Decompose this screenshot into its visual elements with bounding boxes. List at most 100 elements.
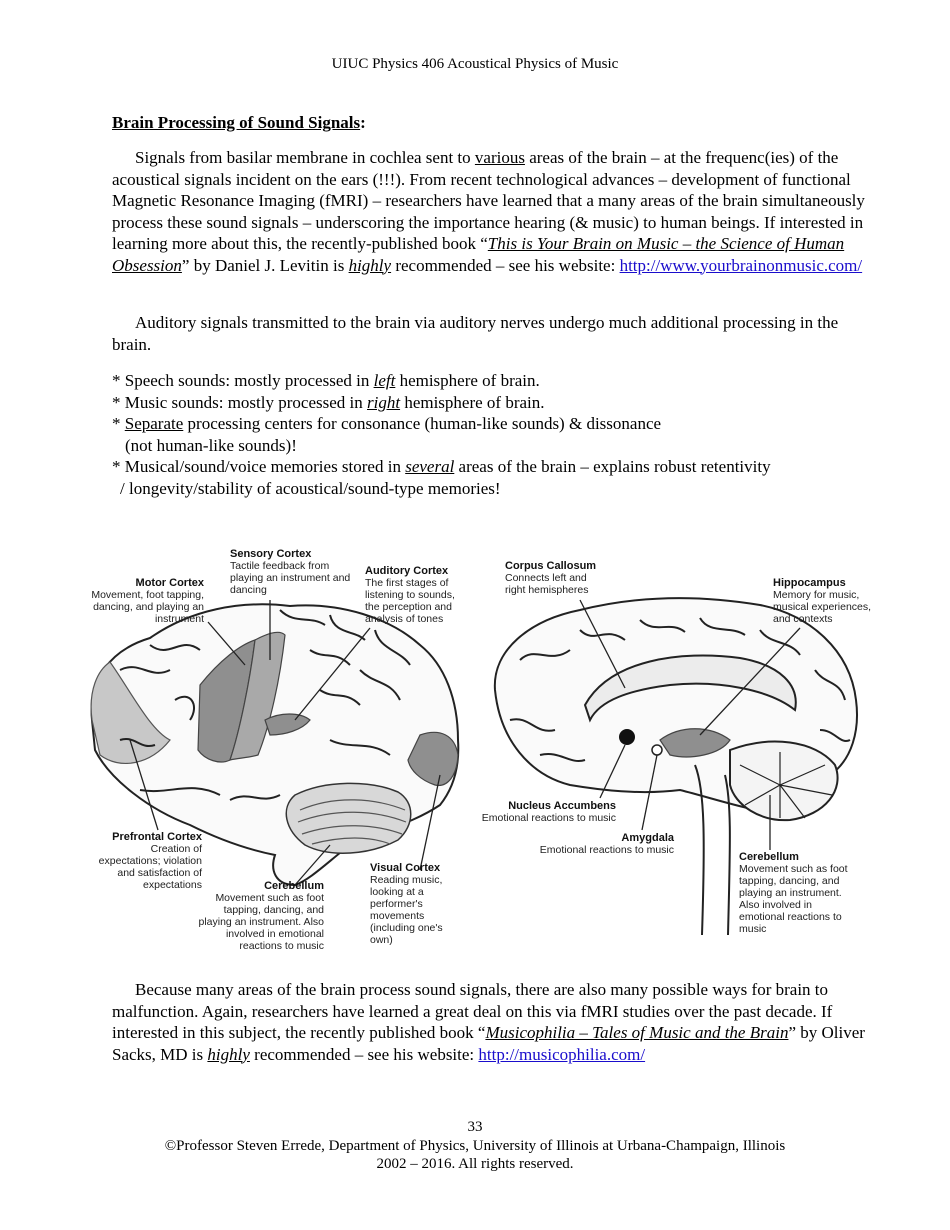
visual-pointer xyxy=(419,774,441,871)
cerebellum-right-name: Cerebellum xyxy=(739,851,799,863)
cerebellum-right-desc: Movement such as foot tapping, dancing, … xyxy=(739,863,848,935)
hippocampus-pointer xyxy=(699,627,801,736)
p3-book-title: Musicophilia – Tales of Music and the Br… xyxy=(485,1023,789,1042)
nucleus-pointer xyxy=(599,744,626,799)
auditory-cortex-name: Auditory Cortex xyxy=(365,565,449,577)
page-header: UIUC Physics 406 Acoustical Physics of M… xyxy=(331,56,619,72)
bullet-speech: * Speech sounds: mostly processed in lef… xyxy=(112,370,872,392)
copyright-line-2: 2002 – 2016. All rights reserved. xyxy=(376,1156,574,1172)
bullet-speech-text: * Speech sounds: mostly processed in xyxy=(112,371,374,390)
bullet-memories-text: * Musical/sound/voice memories stored in xyxy=(112,457,406,476)
nucleus-accumbens-name: Nucleus Accumbens xyxy=(508,800,616,812)
bullet-memories-end: areas of the brain – explains robust ret… xyxy=(454,457,771,476)
brain-figure xyxy=(90,597,858,936)
p3-highly: highly xyxy=(207,1044,250,1064)
hippocampus-region xyxy=(659,728,731,758)
lateral-brain-drawing xyxy=(90,603,460,887)
medial-pointer-lines xyxy=(579,599,801,850)
prefrontal-cortex-desc: Creation of expectations; violation and … xyxy=(98,843,202,891)
p1-various: various xyxy=(474,148,525,167)
bullet-speech-left: left xyxy=(373,371,396,390)
hippocampus-desc: Memory for music, musical experiences, a… xyxy=(773,589,872,625)
page-number: 33 xyxy=(467,1119,483,1135)
bullet-separate-star: * xyxy=(112,414,125,433)
bullet-music-text: * Music sounds: mostly processed in xyxy=(112,392,367,412)
p1-text-2: areas of the brain – at the frequenc(ies… xyxy=(112,148,865,253)
visual-cortex-region xyxy=(407,731,459,786)
corpus-callosum-desc: Connects left and right hemispheres xyxy=(505,572,589,596)
auditory-pointer xyxy=(294,627,371,721)
section-title: Brain Processing of Sound Signals: xyxy=(112,113,366,133)
bullet-memories-cont: / longevity/stability of acoustical/soun… xyxy=(120,478,501,498)
motor-cortex-desc: Movement, foot tapping, dancing, and pla… xyxy=(91,589,204,625)
bullet-list: * Speech sounds: mostly processed in lef… xyxy=(112,370,872,499)
p3-text-1: Because many areas of the brain process … xyxy=(112,980,833,1042)
medial-gyri xyxy=(509,617,851,763)
medial-brain-drawing xyxy=(493,597,858,936)
motor-cortex-name: Motor Cortex xyxy=(135,577,204,589)
paragraph-malfunction: Because many areas of the brain process … xyxy=(112,979,872,1065)
bullet-separate-cont: (not human-like sounds)! xyxy=(125,435,297,455)
prefrontal-region xyxy=(90,661,171,764)
cerebellum-left-region xyxy=(285,782,412,854)
p3-text-3: recommended – see his website: xyxy=(249,1044,479,1064)
cerebellum-left-name: Cerebellum xyxy=(264,880,324,892)
amygdala-marker xyxy=(651,744,663,756)
motor-pointer xyxy=(207,621,246,666)
paragraph-intro: Signals from basilar membrane in cochlea… xyxy=(112,147,872,276)
bullet-memories: * Musical/sound/voice memories stored in… xyxy=(112,456,872,478)
bullet-separate-text: processing centers for consonance (human… xyxy=(183,414,662,433)
p2-text: Auditory signals transmitted to the brai… xyxy=(112,313,839,354)
musicophilia-link[interactable]: http://musicophilia.com/ xyxy=(478,1044,646,1064)
sensory-cortex-desc: Tactile feedback from playing an instrum… xyxy=(230,560,351,596)
nucleus-accumbens-dot xyxy=(619,729,635,745)
p1-text-1: Signals from basilar membrane in cochlea… xyxy=(135,148,475,167)
corpus-pointer xyxy=(579,599,626,689)
bullet-speech-end: hemisphere of brain. xyxy=(399,371,540,390)
sensory-cortex-name: Sensory Cortex xyxy=(230,548,312,560)
prefrontal-pointer xyxy=(129,739,159,831)
cerebellum-left-desc: Movement such as foot tapping, dancing, … xyxy=(198,892,325,952)
sensory-cortex-region xyxy=(229,631,286,761)
lateral-gyri xyxy=(119,609,411,801)
p1-highly: highly xyxy=(348,255,392,275)
p3-text-2: ” by Oliver Sacks, MD is xyxy=(112,1023,865,1064)
corpus-callosum xyxy=(583,654,797,723)
brainstem xyxy=(694,764,731,936)
bullet-music-right: right xyxy=(367,392,401,412)
yourbrainonmusic-link[interactable]: http://www.yourbrainonmusic.com/ xyxy=(619,255,863,275)
p1-text-3: ” by Daniel J. Levitin is xyxy=(181,255,349,275)
lateral-pointer-lines xyxy=(129,600,441,886)
auditory-cortex-region xyxy=(264,713,311,736)
paragraph-auditory: Auditory signals transmitted to the brai… xyxy=(112,312,872,355)
bullet-music: * Music sounds: mostly processed in righ… xyxy=(112,392,872,414)
bullet-separate: * Separate processing centers for conson… xyxy=(112,413,872,435)
cerebellum-right-folds xyxy=(739,752,833,819)
visual-cortex-name: Visual Cortex xyxy=(370,862,441,874)
auditory-cortex-desc: The first stages of listening to sounds,… xyxy=(365,577,455,625)
amygdala-name: Amygdala xyxy=(621,832,674,844)
copyright-line-1: ©Professor Steven Errede, Department of … xyxy=(164,1138,786,1154)
bullet-memories-several: several xyxy=(405,457,455,476)
corpus-callosum-name: Corpus Callosum xyxy=(505,560,597,572)
amygdala-pointer xyxy=(641,754,658,831)
prefrontal-cortex-name: Prefrontal Cortex xyxy=(112,831,202,843)
section-title-colon: : xyxy=(360,113,366,132)
amygdala-desc: Emotional reactions to music xyxy=(539,844,674,856)
bullet-separate-word: Separate xyxy=(124,414,184,433)
hippocampus-name: Hippocampus xyxy=(773,577,846,589)
visual-cortex-desc: Reading music, looking at a performer's … xyxy=(370,874,443,946)
bullet-music-end: hemisphere of brain. xyxy=(400,392,545,412)
cerebellum-right-region xyxy=(729,740,839,822)
cerebellum-folds xyxy=(297,799,407,845)
